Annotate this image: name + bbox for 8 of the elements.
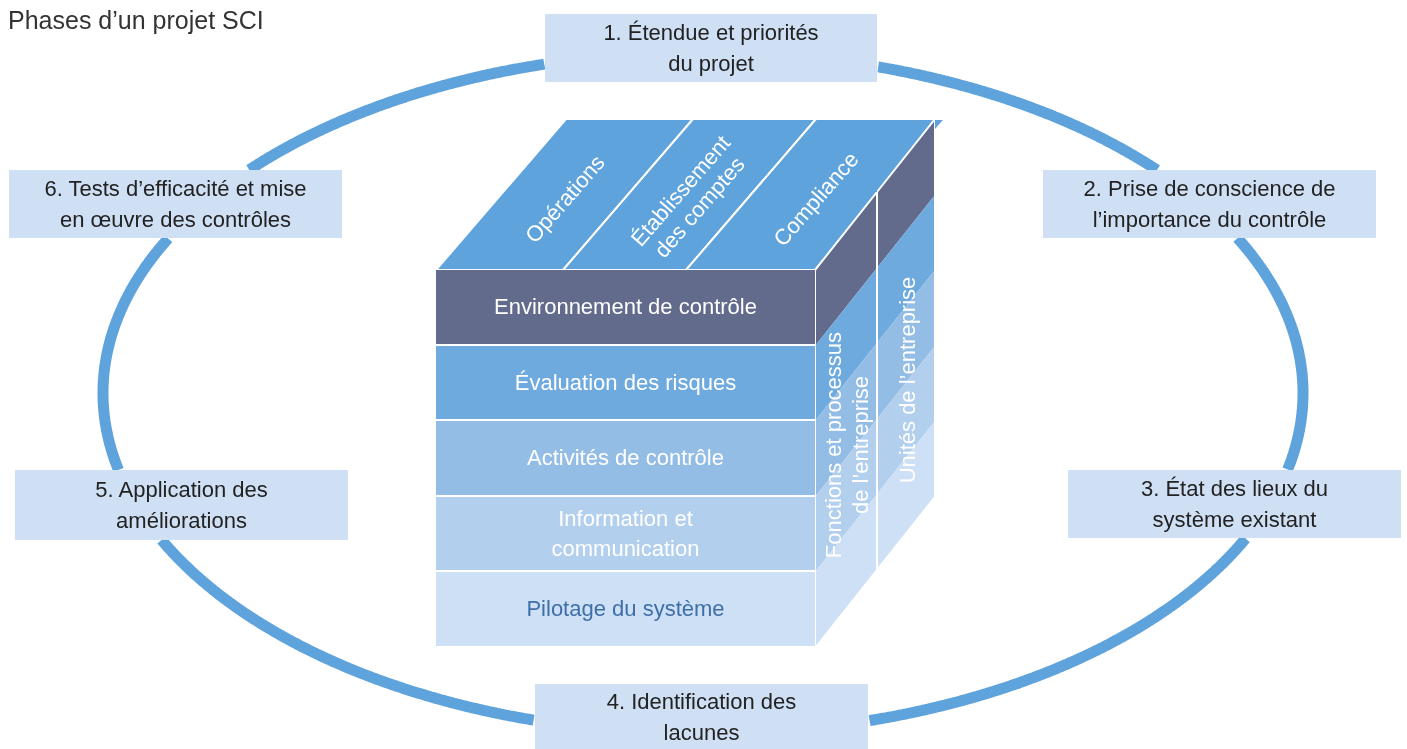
phase-box: 5. Application des améliorations [15, 470, 348, 540]
phase-box: 3. État des lieux du système existant [1068, 470, 1401, 538]
diagram-title: Phases d’un projet SCI [8, 5, 264, 36]
phase-box: 4. Identification des lacunes [535, 684, 868, 749]
phase-box: 2. Prise de conscience de l’importance du contrôle [1043, 170, 1376, 238]
phase-box: 1. Étendue et priorités du projet [545, 14, 877, 82]
cube-side-column: Unités de l’entreprise [877, 119, 935, 570]
phase-box: 6. Tests d’efficacité et mise en œuvre des contrôles [9, 170, 342, 238]
